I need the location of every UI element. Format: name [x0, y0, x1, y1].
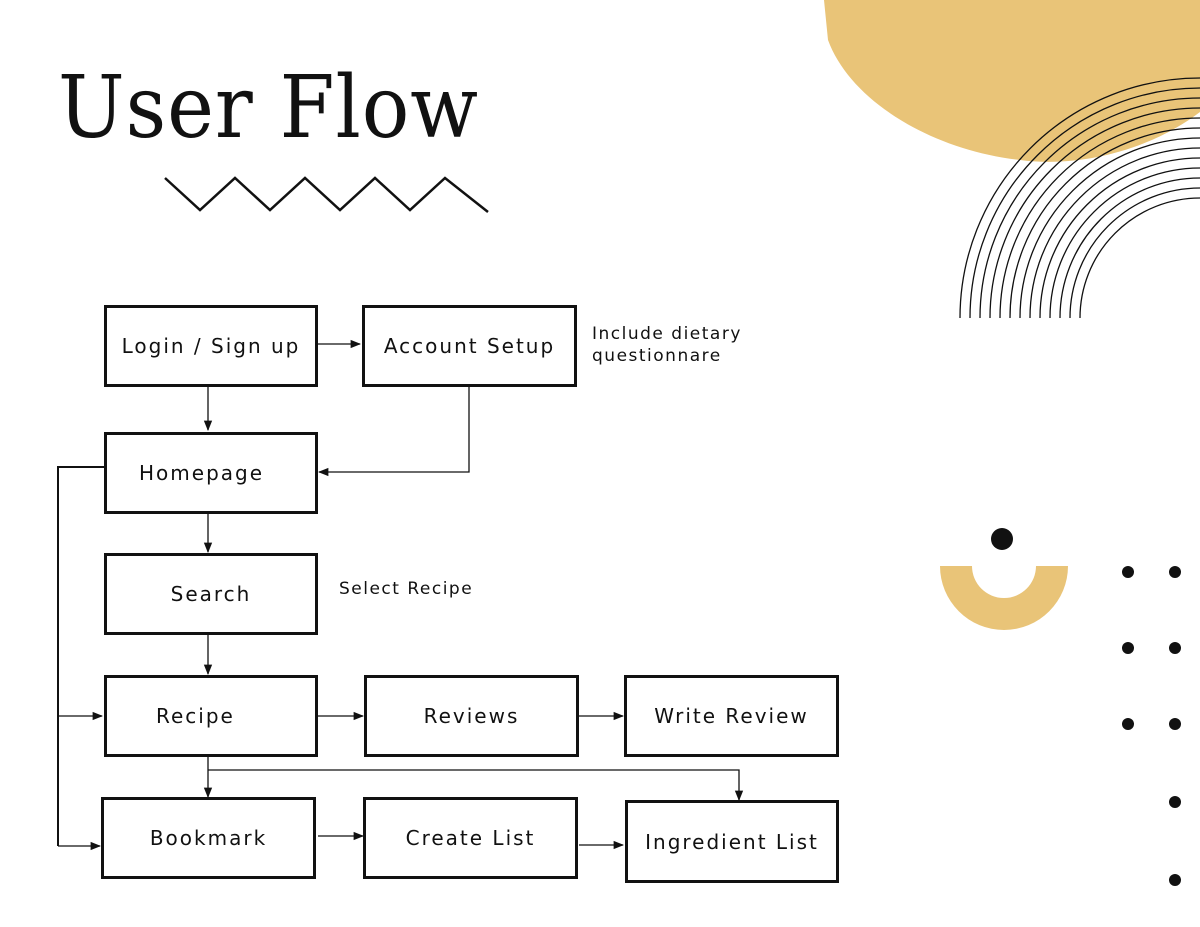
node-login-sign-up[interactable]: Login / Sign up — [104, 305, 318, 387]
node-ingredient-list[interactable]: Ingredient List — [625, 800, 839, 883]
node-account-setup[interactable]: Account Setup — [362, 305, 577, 387]
node-create-list[interactable]: Create List — [363, 797, 578, 879]
node-write-review[interactable]: Write Review — [624, 675, 839, 757]
decorative-arcs — [959, 77, 1200, 319]
edge-homepage-side-line — [57, 466, 107, 846]
note-account-setup-line2: questionnare — [592, 346, 722, 366]
decorative-blob — [824, 0, 1200, 162]
title-zigzag — [164, 176, 489, 213]
node-bookmark[interactable]: Bookmark — [101, 797, 316, 879]
decorative-half-ring — [940, 566, 1068, 630]
node-reviews[interactable]: Reviews — [364, 675, 579, 757]
node-search[interactable]: Search — [104, 553, 318, 635]
edge-recipe-to-ingredient-list — [208, 769, 744, 802]
page-title: User Flow — [58, 58, 479, 158]
edge-account-to-homepage — [317, 386, 470, 477]
connectors — [57, 339, 744, 851]
note-account-setup: Include dietary questionnare — [592, 323, 742, 367]
decorative-dot — [991, 528, 1013, 550]
node-homepage[interactable]: Homepage — [104, 432, 318, 514]
decorative-dot-grid — [1122, 566, 1181, 886]
note-search: Select Recipe — [339, 579, 474, 599]
note-account-setup-line1: Include dietary — [592, 324, 742, 344]
node-recipe[interactable]: Recipe — [104, 675, 318, 757]
